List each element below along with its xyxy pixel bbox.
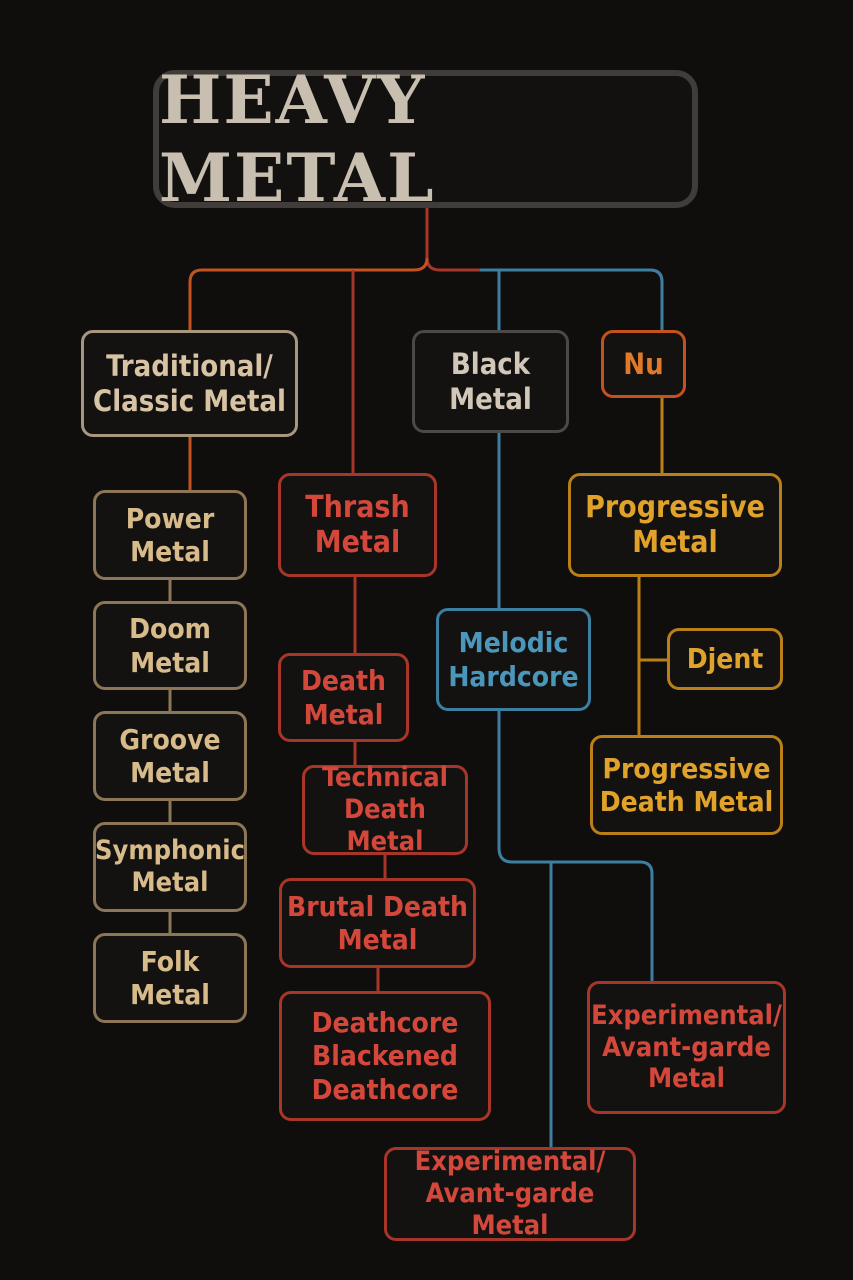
trunk-branch-right-blue bbox=[480, 268, 664, 330]
node-progressive-metal: Progressive Metal bbox=[568, 473, 782, 577]
line-melodic-experimental bbox=[497, 711, 654, 981]
node-symphonic-metal: Symphonic Metal bbox=[93, 822, 247, 912]
node-melodic-hardcore: Melodic Hardcore bbox=[436, 608, 591, 711]
node-progressive-death-metal: Progressive Death Metal bbox=[590, 735, 783, 835]
node-brutal-death-metal: Brutal Death Metal bbox=[279, 878, 476, 968]
page-title: HEAVY METAL bbox=[153, 61, 698, 217]
node-technical-death-metal: Technical Death Metal bbox=[302, 762, 468, 857]
node-death-metal: Death Metal bbox=[278, 653, 409, 742]
node-djent: Djent bbox=[667, 628, 783, 690]
trunk-branch-left bbox=[188, 257, 429, 330]
node-black-metal: Black Metal bbox=[412, 330, 569, 433]
node-experimental-avant-garde-metal-bottom: Experimental/ Avant-garde Metal bbox=[384, 1146, 636, 1241]
node-folk-metal: Folk Metal bbox=[93, 933, 247, 1023]
node-nu: Nu bbox=[601, 330, 686, 398]
node-doom-metal: Doom Metal bbox=[93, 601, 247, 690]
node-experimental-avant-garde-metal-right: Experimental/ Avant-garde Metal bbox=[587, 981, 786, 1114]
node-power-metal: Power Metal bbox=[93, 490, 247, 580]
node-groove-metal: Groove Metal bbox=[93, 711, 247, 801]
node-deathcore: Deathcore Blackened Deathcore bbox=[279, 991, 491, 1121]
node-traditional-classic-metal: Traditional/ Classic Metal bbox=[81, 330, 298, 437]
node-thrash-metal: Thrash Metal bbox=[278, 473, 437, 577]
